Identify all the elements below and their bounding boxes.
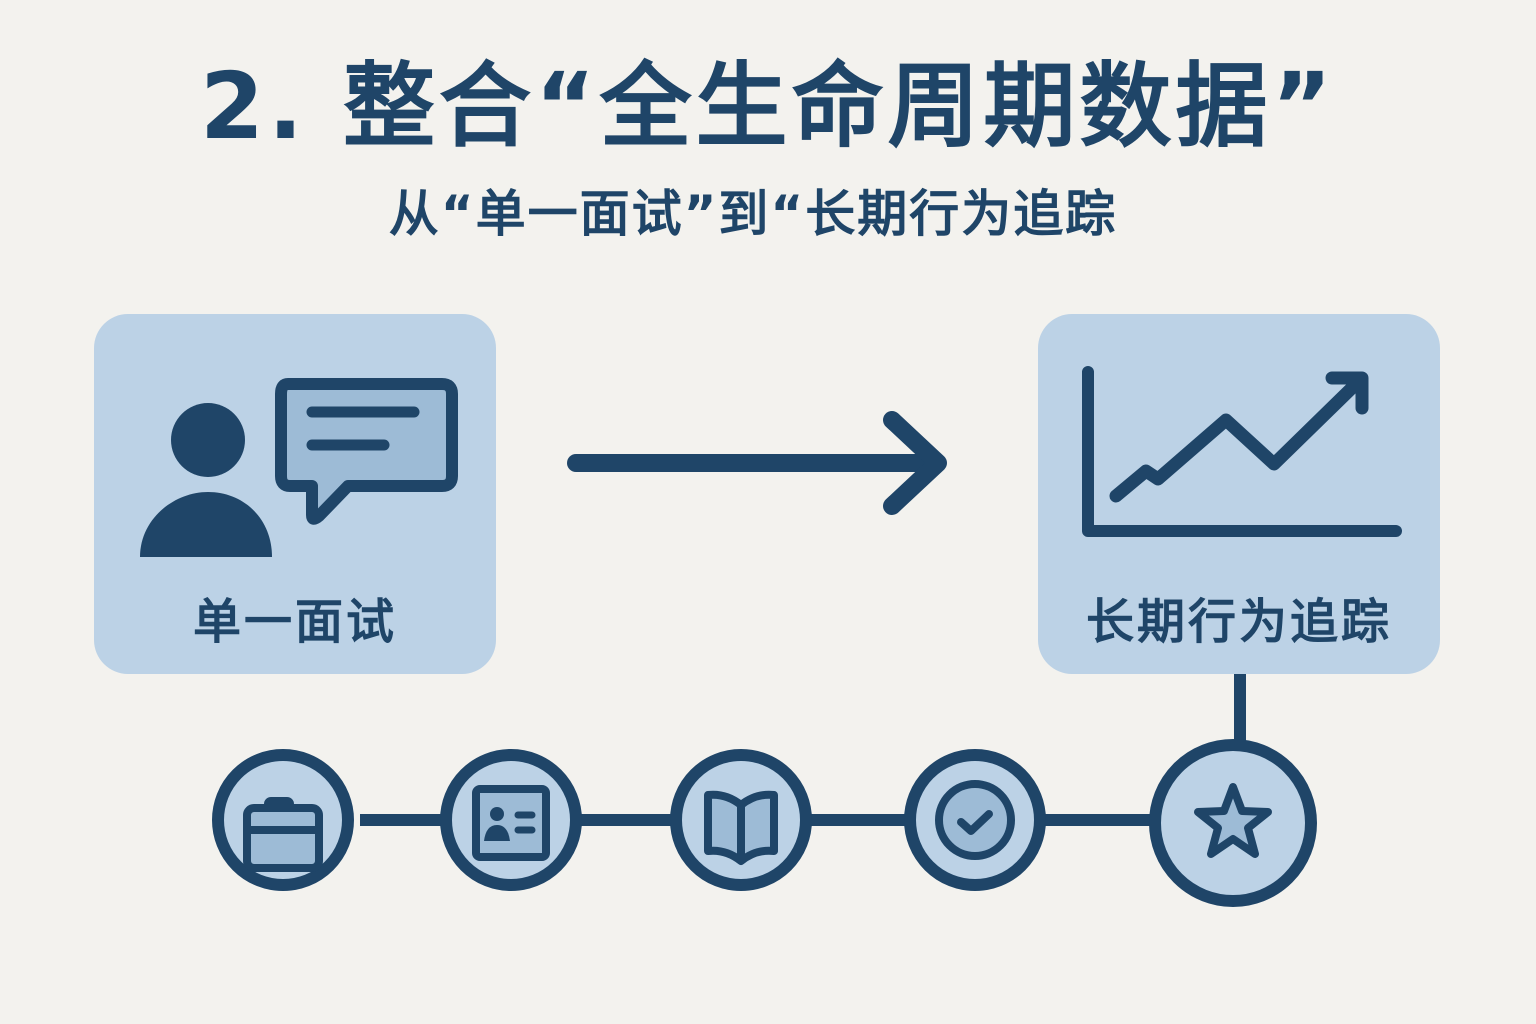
timeline-node-id-card bbox=[440, 749, 582, 891]
person-icon bbox=[140, 403, 272, 557]
speech-bubble-icon bbox=[275, 378, 458, 525]
check-circle-icon bbox=[935, 780, 1015, 860]
briefcase-icon bbox=[243, 797, 323, 872]
single-interview-label: 单一面试 bbox=[192, 594, 397, 650]
page-title: 2. 整合“全生命周期数据” bbox=[200, 53, 1336, 160]
single-interview-card: 单一面试 bbox=[94, 314, 496, 674]
long-term-tracking-label: 长期行为追踪 bbox=[1085, 594, 1392, 650]
timeline-node-book bbox=[670, 749, 812, 891]
trend-chart-icon bbox=[1082, 366, 1402, 537]
timeline-node-star bbox=[1149, 739, 1317, 907]
id-card-icon bbox=[472, 785, 550, 861]
long-term-tracking-card: 长期行为追踪 bbox=[1038, 314, 1440, 674]
book-icon bbox=[704, 790, 778, 865]
page-subtitle: 从“单一面试”到“长期行为追踪 bbox=[388, 185, 1118, 243]
arrow-right-icon bbox=[567, 411, 947, 515]
timeline-node-check bbox=[904, 749, 1046, 891]
star-icon bbox=[1194, 783, 1272, 858]
timeline-node-briefcase bbox=[212, 749, 354, 891]
